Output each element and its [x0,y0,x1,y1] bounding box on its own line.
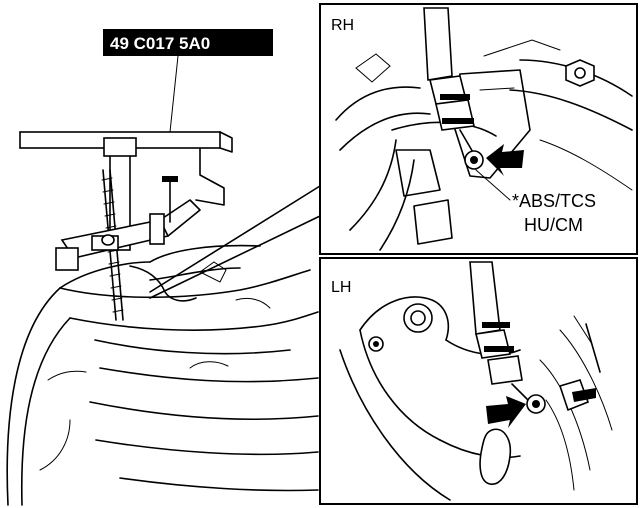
socket-extension-rh [423,7,475,155]
callout-line-1: *ABS/TCS [512,191,596,211]
hex-bolt [565,59,595,87]
rh-detail-panel: RH [319,3,638,255]
tool-number-label: 49 C017 5A0 [103,29,273,56]
pointer-arrow-rh [486,144,524,176]
callout-line-2: HU/CM [524,215,583,235]
tool-number-text: 49 C017 5A0 [110,34,210,53]
rh-label: RH [331,17,354,34]
lh-detail-panel: LH [319,257,638,505]
socket-extension-lh [469,261,531,403]
pointer-arrow-lh [486,396,526,428]
overview-illustration: 49 C017 5A0 [6,29,321,506]
lh-label: LH [331,279,351,296]
